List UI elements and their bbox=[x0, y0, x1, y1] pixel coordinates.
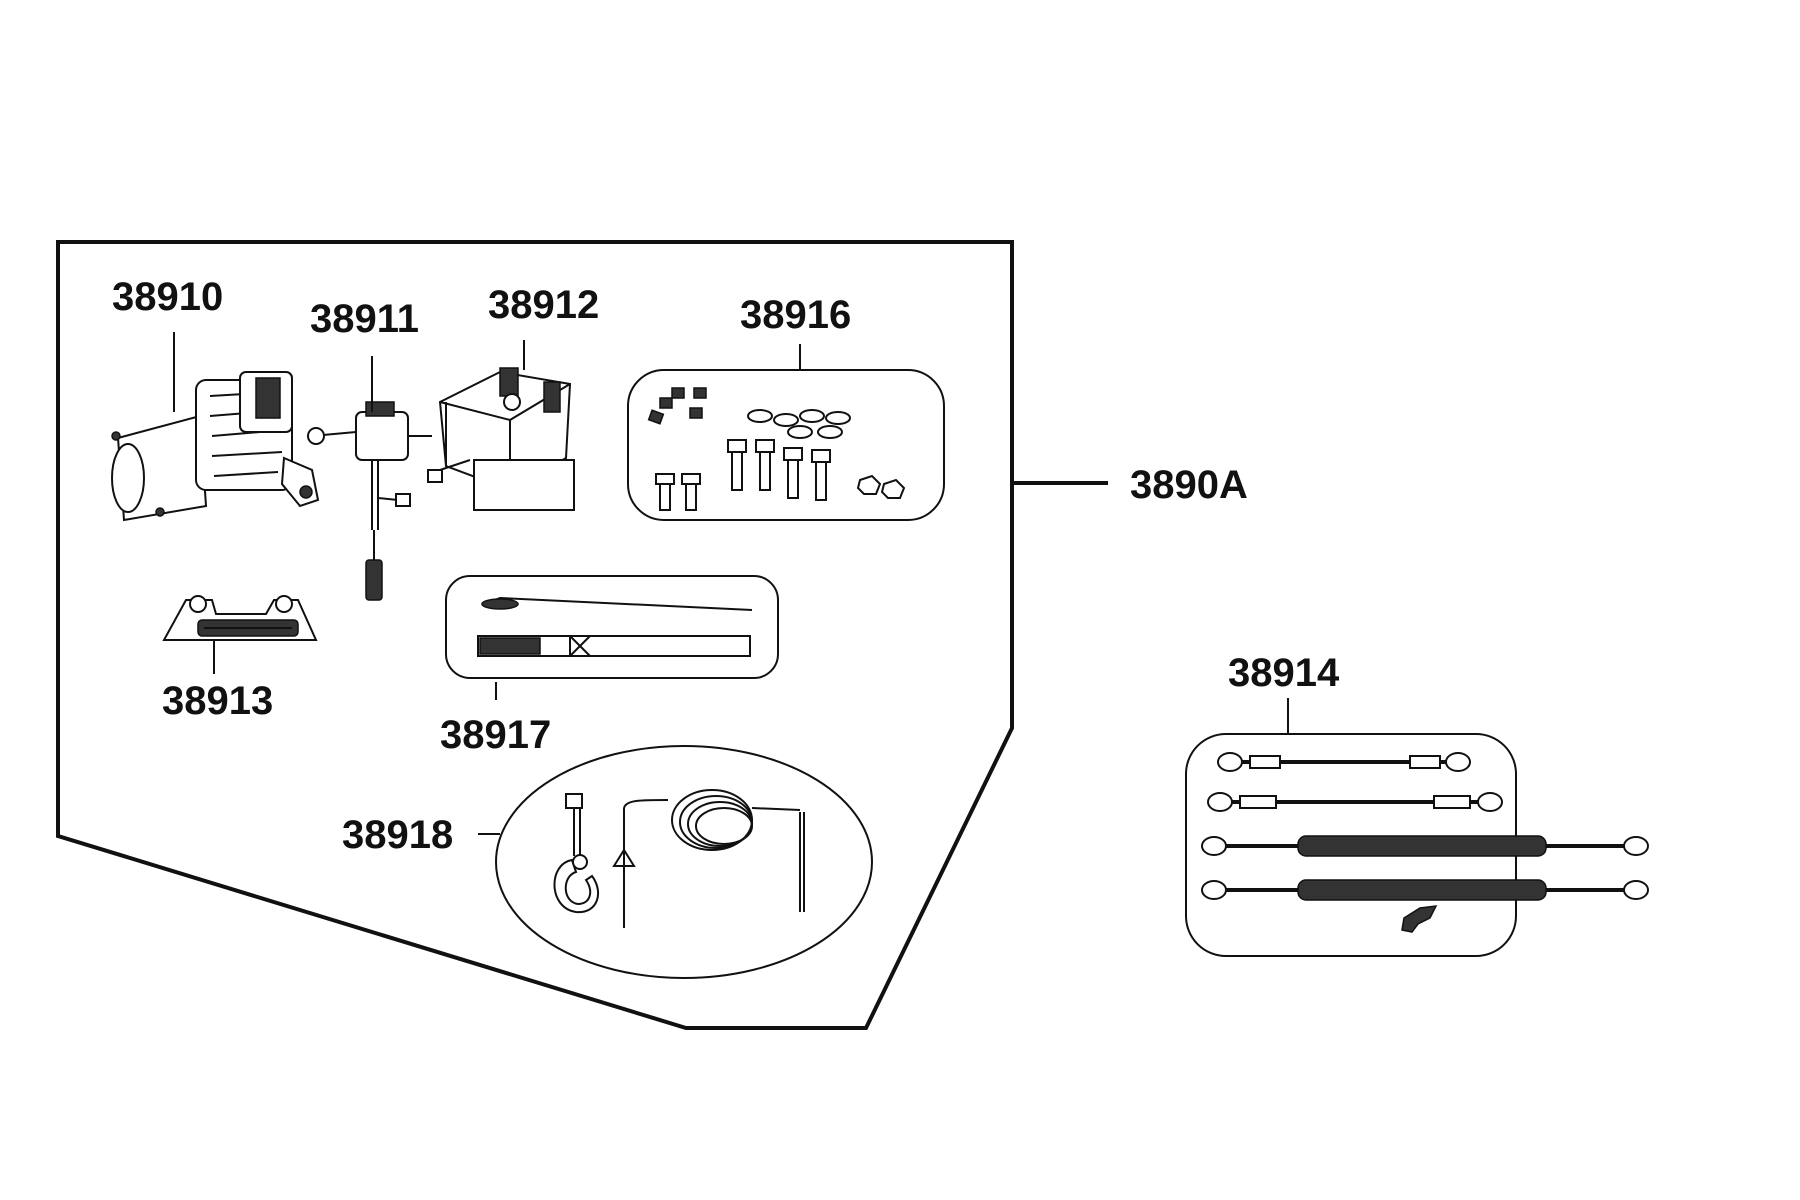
hardware-kit-drawing bbox=[647, 387, 906, 511]
assembly-outline bbox=[56, 240, 1014, 1030]
winch-drawing bbox=[111, 336, 320, 522]
solenoid-part-number: 38912 bbox=[488, 283, 599, 327]
hook-rope-part-number: 38918 bbox=[342, 813, 453, 857]
solenoid-drawing bbox=[427, 352, 575, 511]
hardware-kit-part-number: 38916 bbox=[740, 293, 851, 337]
label-kit-drawing bbox=[477, 596, 753, 657]
assembly-part-number: 3890A bbox=[1130, 463, 1248, 507]
cable-set-drawing bbox=[1201, 752, 1649, 933]
wire-harness-drawing bbox=[307, 401, 432, 601]
label-kit-part-number: 38917 bbox=[440, 713, 551, 757]
fairlead-drawing bbox=[162, 595, 318, 641]
label-kit-box bbox=[445, 575, 779, 679]
wire-harness-part-number: 38911 bbox=[310, 297, 419, 341]
hardware-kit-box bbox=[627, 369, 945, 521]
winch-part-number: 38910 bbox=[112, 275, 223, 319]
hook-rope-oval bbox=[495, 745, 873, 979]
hook-rope-drawing bbox=[553, 789, 805, 928]
cable-set-part-number: 38914 bbox=[1228, 651, 1340, 695]
fairlead-part-number: 38913 bbox=[162, 679, 273, 723]
